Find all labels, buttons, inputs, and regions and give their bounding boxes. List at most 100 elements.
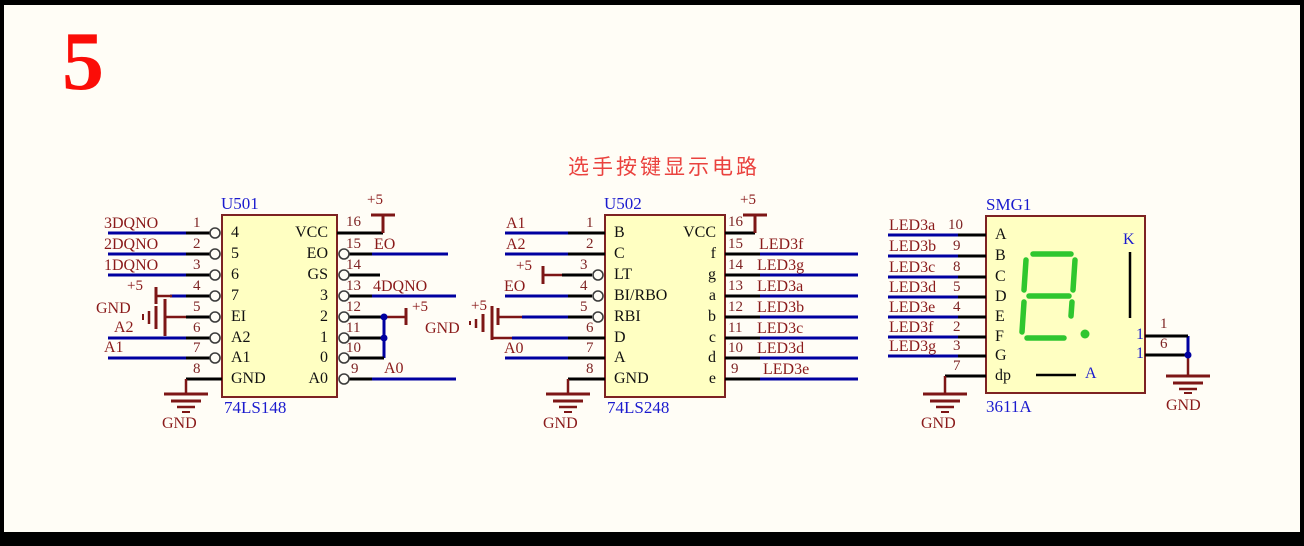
- circuit-title: 选手按键显示电路: [568, 155, 760, 179]
- pin-number: 12: [728, 299, 743, 315]
- power-label-gnd: GND: [543, 415, 578, 432]
- net-label: A0: [504, 340, 524, 357]
- pin-name: EI: [231, 308, 247, 325]
- pin-name: 5: [231, 245, 239, 262]
- net-label: LED3e: [763, 361, 810, 378]
- u501-designator: U501: [221, 194, 259, 213]
- pin-name: 7: [231, 287, 239, 304]
- pin-number: 5: [580, 299, 588, 315]
- net-label: LED3c: [757, 320, 804, 337]
- power-label-gnd: GND: [162, 415, 197, 432]
- cathode-label: K: [1123, 231, 1135, 248]
- pin-number: 16: [346, 214, 361, 230]
- pin-name: E: [995, 308, 1005, 325]
- pin-name: dp: [995, 367, 1011, 384]
- pin-number: 3: [953, 338, 961, 354]
- pin-name: A2: [231, 329, 251, 346]
- smg1-symbol[interactable]: [888, 215, 1210, 413]
- pin-name: A: [995, 226, 1007, 243]
- pin-name: BI/RBO: [614, 287, 668, 304]
- pin-number: 10: [728, 340, 743, 356]
- pin-number: 12: [346, 299, 361, 315]
- pin-number: 16: [728, 214, 743, 230]
- pin-name: A0: [308, 370, 328, 387]
- pin-number: 8: [953, 259, 961, 275]
- net-label: EO: [374, 236, 396, 253]
- pin-number: 1: [1160, 316, 1168, 332]
- pin-number: 1: [193, 215, 201, 231]
- net-label: A0: [384, 360, 404, 377]
- net-label: LED3d: [757, 340, 805, 357]
- net-label: LED3b: [889, 238, 937, 255]
- pin-name: 4: [231, 224, 239, 241]
- pin-name: d: [708, 349, 716, 366]
- pin-number: 2: [953, 319, 961, 335]
- pin-name: EO: [306, 245, 328, 262]
- net-label: LED3c: [889, 259, 936, 276]
- pin-number: 6: [586, 320, 594, 336]
- pin-name: RBI: [614, 308, 641, 325]
- pin-name: 3: [320, 287, 328, 304]
- net-label: A1: [506, 215, 526, 232]
- decimal-point-dot: [1080, 329, 1090, 339]
- pin-name: a: [708, 287, 716, 304]
- power-label-gnd: GND: [921, 415, 956, 432]
- pin-name: C: [995, 268, 1006, 285]
- pin-number: 2: [193, 236, 201, 252]
- net-label: LED3e: [889, 299, 936, 316]
- pin-name: 6: [231, 266, 239, 283]
- smg1-power-symbols: [923, 355, 1210, 413]
- pin-name: b: [708, 308, 716, 325]
- u502-designator: U502: [604, 194, 642, 213]
- pin-number: 10: [948, 217, 963, 233]
- pin-number: 7: [953, 358, 961, 374]
- pin-number: 13: [728, 278, 743, 294]
- power-label-5v: +5: [471, 298, 487, 314]
- net-label: LED3d: [889, 279, 937, 296]
- net-label: 1DQNO: [104, 257, 159, 274]
- u502-symbol[interactable]: [469, 213, 858, 413]
- pin-number: 4: [580, 278, 588, 294]
- pin-name: GS: [307, 266, 328, 283]
- pin-number: 3: [193, 257, 201, 273]
- net-label: LED3g: [889, 338, 937, 355]
- power-label-gnd: GND: [1166, 397, 1201, 414]
- pin-name: 1: [320, 329, 328, 346]
- pin-name: f: [710, 245, 716, 262]
- power-label-5v: +5: [412, 299, 428, 315]
- pin-number: 11: [346, 320, 361, 336]
- pin-number: 14: [728, 257, 743, 273]
- pin-number: 2: [586, 236, 594, 252]
- power-label-5v: +5: [127, 278, 143, 294]
- u501-inversion-bubbles: [209, 227, 350, 385]
- net-label: A1: [104, 339, 124, 356]
- u501-part-number: 74LS148: [224, 398, 287, 417]
- anode-label: A: [1085, 365, 1097, 382]
- pin-number: 8: [586, 361, 594, 377]
- pin-number: 8: [193, 361, 201, 377]
- pin-number: 5: [193, 299, 201, 315]
- pin-number: 5: [953, 279, 961, 295]
- pin-number: 15: [728, 236, 743, 252]
- pin-number: 10: [346, 340, 361, 356]
- power-label-5v: +5: [740, 192, 756, 208]
- power-label-5v: +5: [516, 258, 532, 274]
- pin-number: 7: [193, 340, 201, 356]
- smg1-internal-lines: [1036, 252, 1132, 377]
- net-label: 2DQNO: [104, 236, 159, 253]
- pin-name: 1: [1136, 345, 1144, 362]
- smg1-junction-dot: [1184, 351, 1192, 359]
- u502-pin-stubs: [562, 231, 760, 381]
- u501-junction-dots: [380, 313, 388, 342]
- u502-power-symbols: [469, 213, 767, 413]
- pin-number: 13: [346, 278, 361, 294]
- pin-name: A: [614, 349, 626, 366]
- pin-number: 15: [346, 236, 361, 252]
- u501-symbol[interactable]: [108, 213, 456, 413]
- smg1-part-number: 3611A: [986, 397, 1032, 416]
- pin-name: 0: [320, 349, 328, 366]
- pin-number: 9: [731, 361, 739, 377]
- net-label: 3DQNO: [104, 215, 159, 232]
- power-label-gnd: GND: [425, 320, 460, 337]
